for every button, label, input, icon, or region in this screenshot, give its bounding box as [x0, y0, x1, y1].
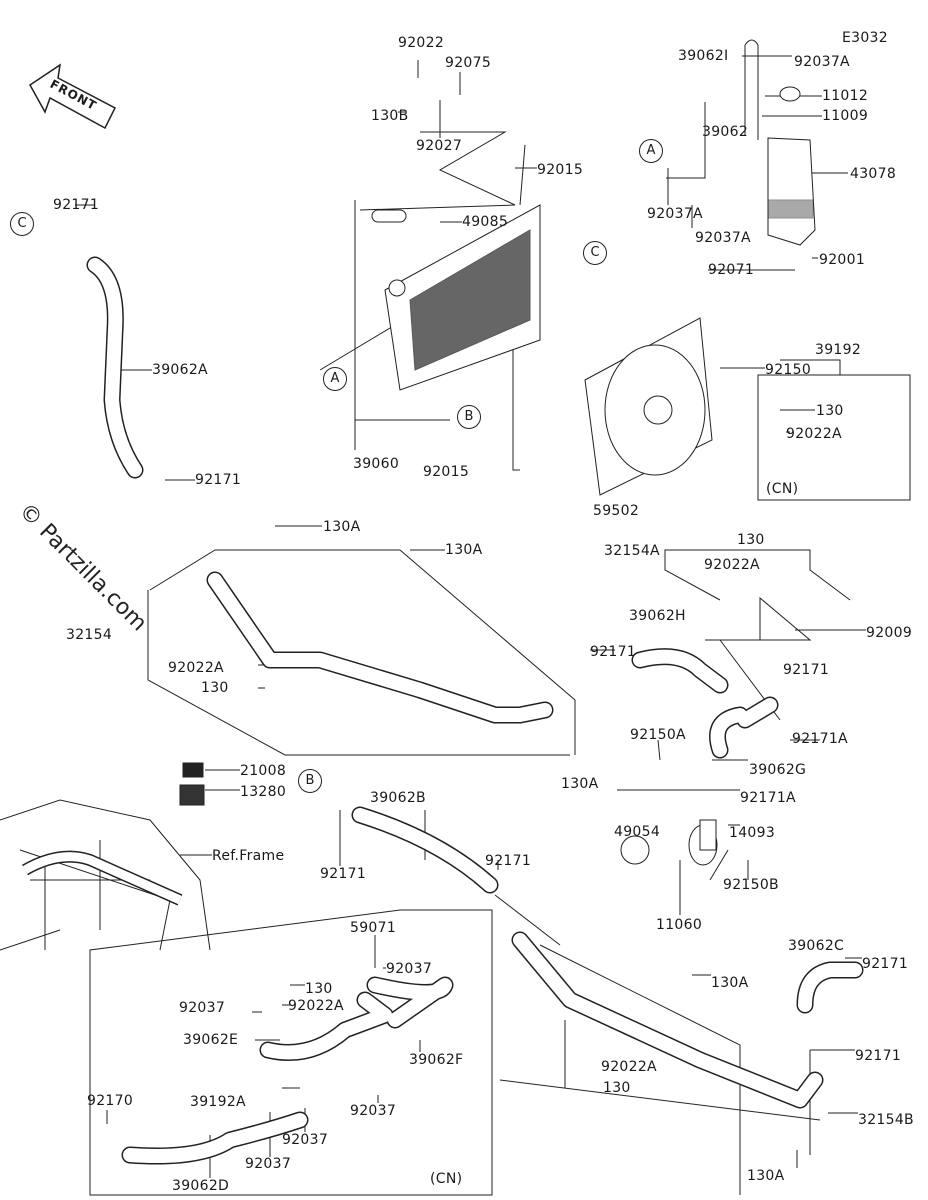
part-label[interactable]: 92015 [423, 464, 470, 480]
part-label[interactable]: 39062E [183, 1032, 239, 1048]
part-label[interactable]: 92150A [630, 727, 686, 743]
part-label[interactable]: 39062G [749, 762, 807, 778]
hoses [86, 256, 864, 1165]
reference-label: Ref.Frame [212, 848, 285, 864]
part-label[interactable]: 59071 [350, 920, 397, 936]
part-label[interactable]: 92171 [320, 866, 367, 882]
part-label[interactable]: 130B [371, 108, 409, 124]
part-label[interactable]: 11060 [656, 917, 703, 933]
part-label[interactable]: 92037A [647, 206, 703, 222]
part-label[interactable]: 92075 [445, 55, 492, 71]
part-label[interactable]: 32154 [66, 627, 113, 643]
part-label[interactable]: 92015 [537, 162, 584, 178]
part-label[interactable]: 49054 [614, 824, 661, 840]
part-label[interactable]: 130A [711, 975, 749, 991]
part-label[interactable]: 130A [561, 776, 599, 792]
part-label[interactable]: 49085 [462, 214, 509, 230]
part-label[interactable]: 130A [747, 1168, 785, 1184]
reservoir-tank [744, 39, 816, 246]
part-label[interactable]: 92037 [245, 1156, 292, 1172]
part-label[interactable]: 130A [323, 519, 361, 535]
part-label[interactable]: 92022 [398, 35, 445, 51]
part-label[interactable]: 11012 [822, 88, 869, 104]
part-label[interactable]: 130 [305, 981, 333, 997]
part-label[interactable]: 92022A [786, 426, 842, 442]
callout-c: C [583, 241, 607, 265]
callout-a: A [639, 139, 663, 163]
callout-b: B [457, 405, 481, 429]
part-label[interactable]: 92171 [862, 956, 909, 972]
part-label[interactable]: 92171 [485, 853, 532, 869]
part-label[interactable]: 14093 [729, 825, 776, 841]
front-arrow [29, 63, 116, 130]
part-label[interactable]: 92037A [695, 230, 751, 246]
part-label[interactable]: 39062I [678, 48, 729, 64]
callout-a: A [323, 367, 347, 391]
part-label[interactable]: 59502 [593, 503, 640, 519]
frame-illustration [0, 762, 211, 951]
part-label[interactable]: 92001 [819, 252, 866, 268]
part-label[interactable]: 92022A [601, 1059, 657, 1075]
part-label[interactable]: 39062A [152, 362, 208, 378]
part-label[interactable]: 92037 [350, 1103, 397, 1119]
part-label[interactable]: 39192 [815, 342, 862, 358]
part-label[interactable]: 39062H [629, 608, 686, 624]
callout-c: C [10, 212, 34, 236]
part-label[interactable]: 39062F [409, 1052, 464, 1068]
part-label[interactable]: 130 [603, 1080, 631, 1096]
part-label[interactable]: 39062C [788, 938, 845, 954]
part-label[interactable]: 39062D [172, 1178, 230, 1194]
part-label[interactable]: 13280 [240, 784, 287, 800]
part-label[interactable]: 92009 [866, 625, 913, 641]
part-label[interactable]: 11009 [822, 108, 869, 124]
part-label[interactable]: 92022A [704, 557, 760, 573]
part-label[interactable]: 130 [737, 532, 765, 548]
diagram-code: E3032 [842, 30, 888, 46]
radiator [371, 204, 541, 391]
part-label[interactable]: 32154A [604, 543, 660, 559]
thermostat-housing [620, 819, 718, 866]
variant-note: (CN) [766, 481, 799, 497]
fan-assembly [584, 317, 713, 496]
part-label[interactable]: 92171A [740, 790, 796, 806]
part-label[interactable]: 130 [816, 403, 844, 419]
part-label[interactable]: 92150 [765, 362, 812, 378]
part-label[interactable]: 21008 [240, 763, 287, 779]
part-label[interactable]: 92027 [416, 138, 463, 154]
part-label[interactable]: 92037 [179, 1000, 226, 1016]
part-label[interactable]: 39062B [370, 790, 426, 806]
part-label[interactable]: 92171 [590, 644, 637, 660]
part-label[interactable]: 92171 [53, 197, 100, 213]
part-label[interactable]: 43078 [850, 166, 897, 182]
part-label[interactable]: 92037A [794, 54, 850, 70]
callout-b: B [298, 769, 322, 793]
part-label[interactable]: 39192A [190, 1094, 246, 1110]
leader-lines [75, 55, 911, 1196]
part-label[interactable]: 92037 [386, 961, 433, 977]
part-label[interactable]: 92150B [723, 877, 779, 893]
part-label[interactable]: 92037 [282, 1132, 329, 1148]
variant-note: (CN) [430, 1171, 463, 1187]
part-label[interactable]: 92171 [195, 472, 242, 488]
part-label[interactable]: 92170 [87, 1093, 134, 1109]
part-label[interactable]: 92022A [288, 998, 344, 1014]
part-label[interactable]: 130A [445, 542, 483, 558]
part-label[interactable]: 92022A [168, 660, 224, 676]
part-label[interactable]: 39060 [353, 456, 400, 472]
part-label[interactable]: 32154B [858, 1112, 914, 1128]
part-label[interactable]: 130 [201, 680, 229, 696]
part-label[interactable]: 92171 [855, 1048, 902, 1064]
part-label[interactable]: 39062 [702, 124, 749, 140]
part-label[interactable]: 92171 [783, 662, 830, 678]
part-label[interactable]: 92171A [792, 731, 848, 747]
part-label[interactable]: 92071 [708, 262, 755, 278]
